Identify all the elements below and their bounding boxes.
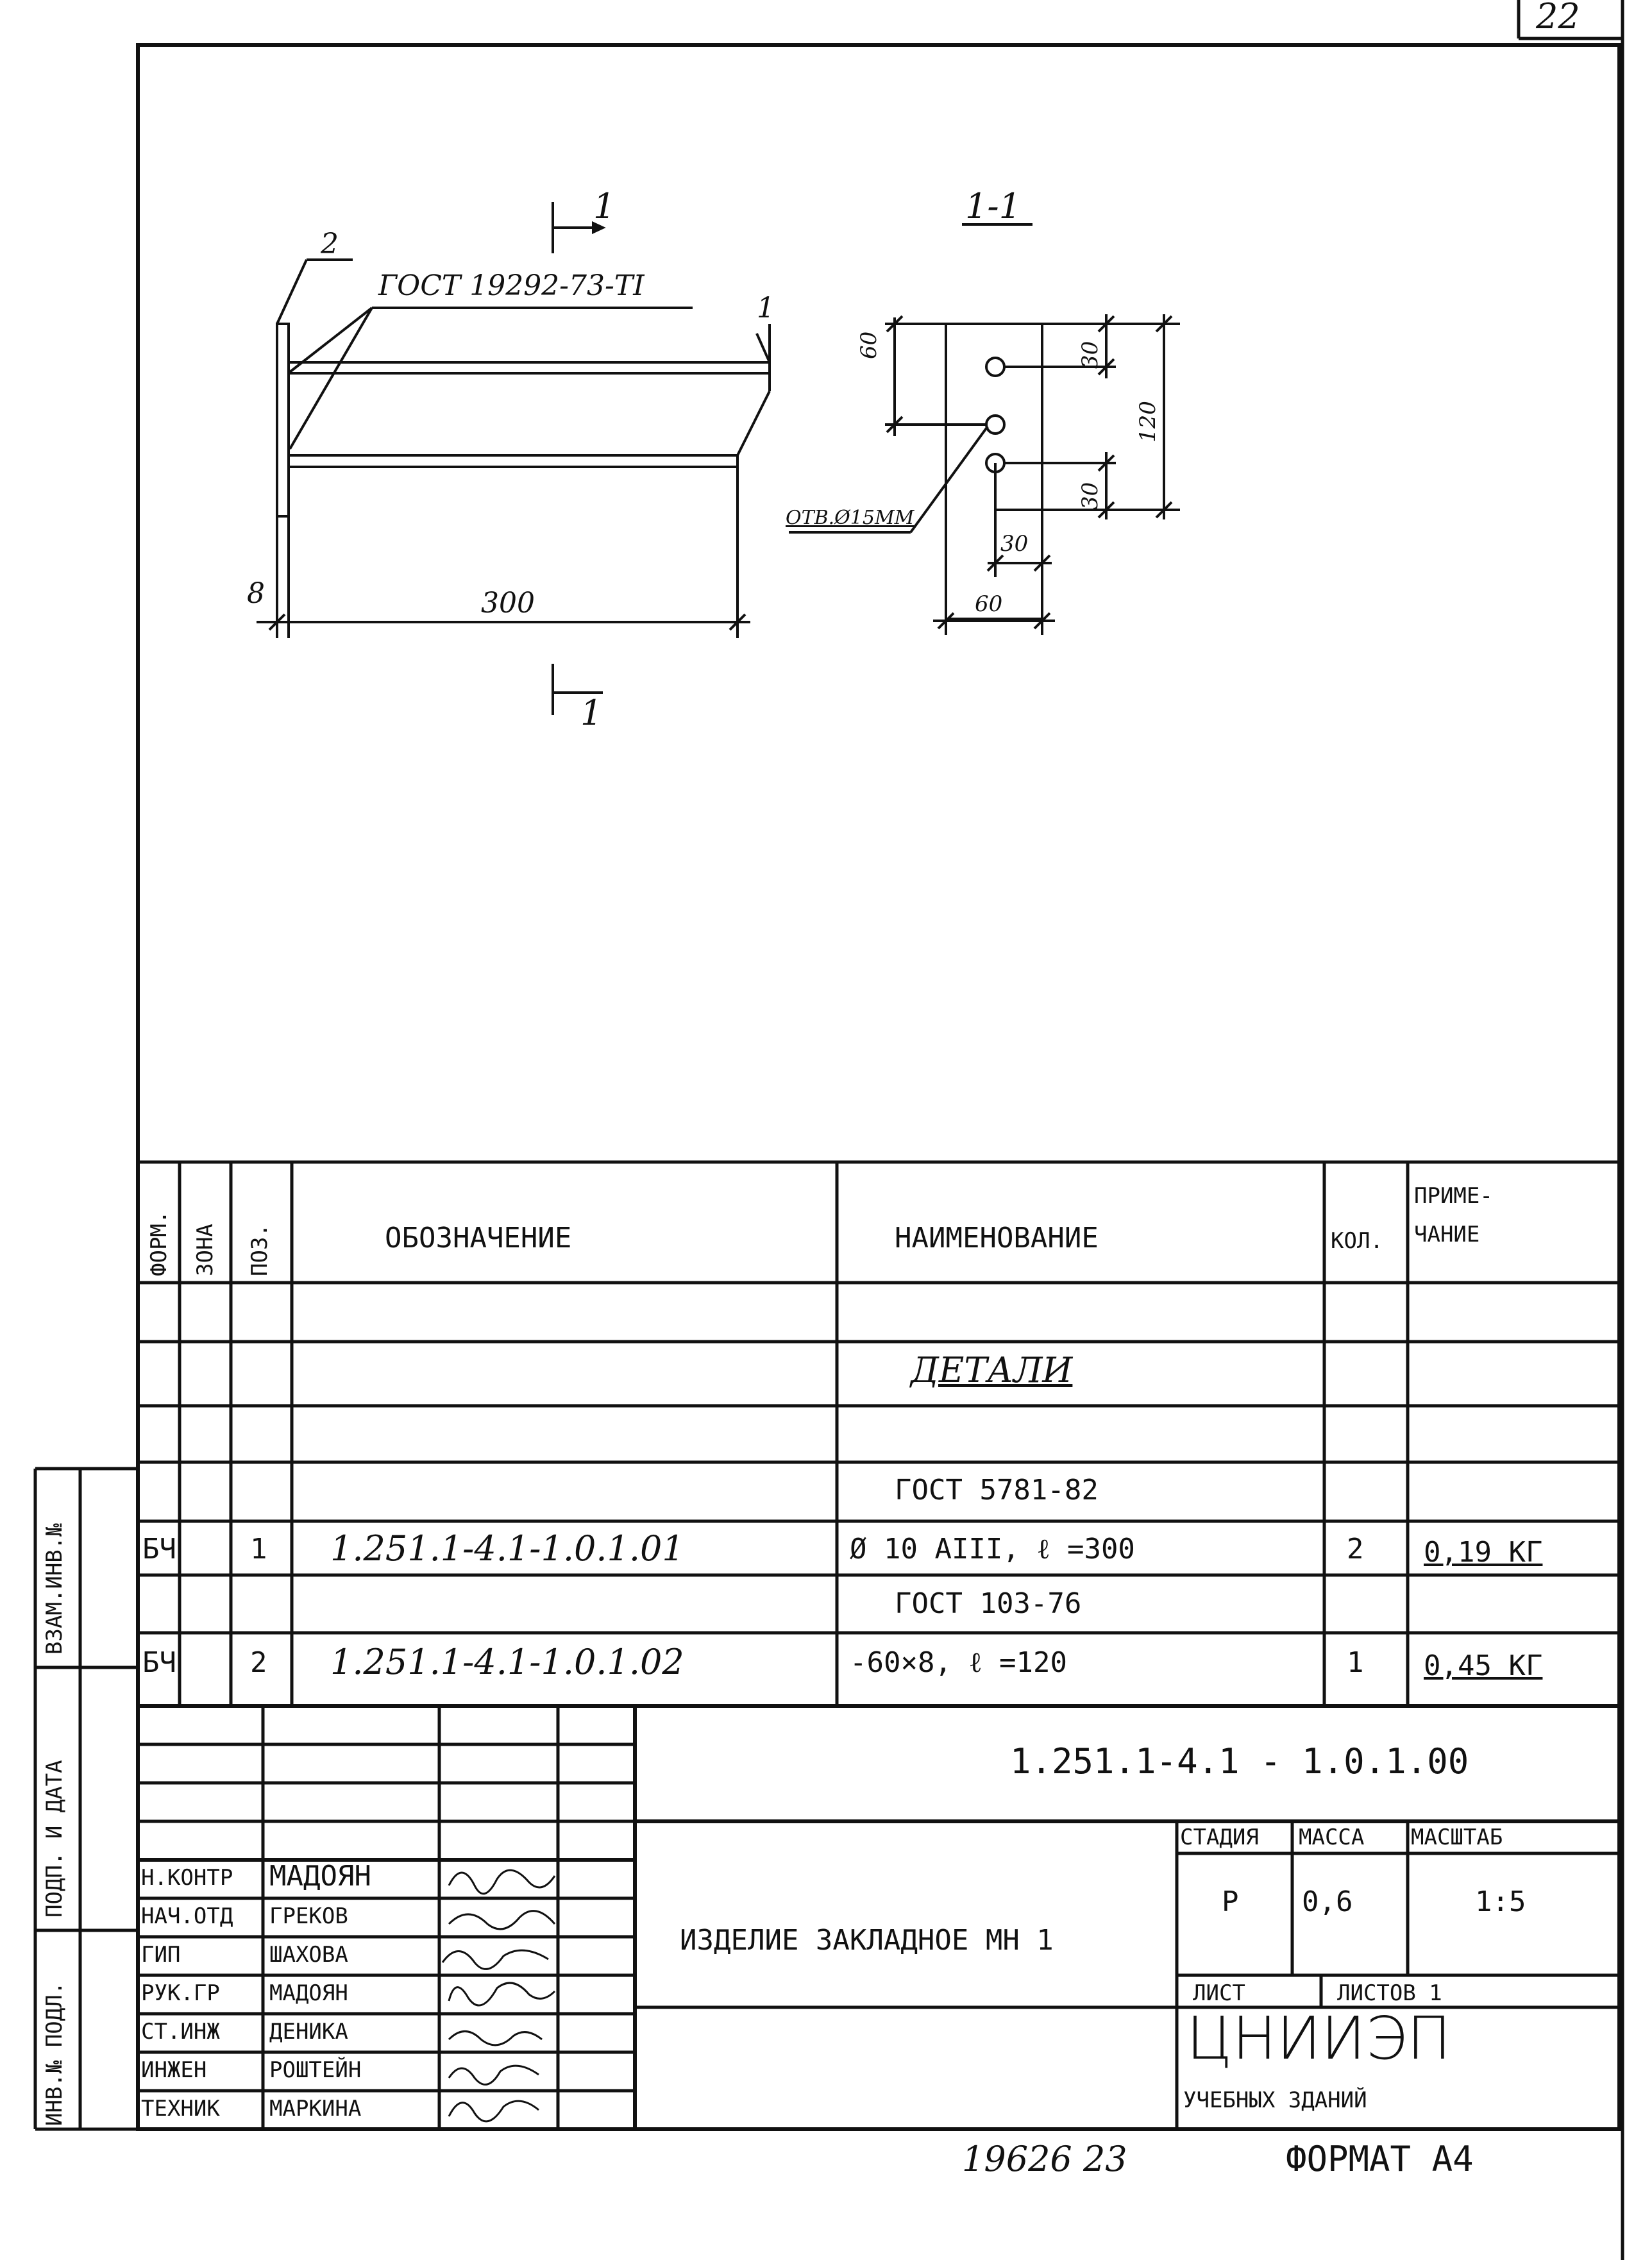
signature-role: РУК.ГР [141, 1980, 220, 2006]
stage-value: Р [1222, 1885, 1239, 1918]
signature-name: МАРКИНА [269, 2096, 362, 2121]
section-mark-bottom: 1 [580, 693, 603, 733]
archive-number: 19626 23 [962, 2139, 1127, 2179]
gost-callout: ГОСТ 19292-73-ТI [378, 269, 645, 302]
spec-row-designation: 1.251.1-4.1-1.0.1.01 [330, 1528, 684, 1569]
spec-row-pos: 2 [250, 1646, 267, 1679]
scale-label: МАСШТАБ [1411, 1825, 1503, 1850]
stage-label: СТАДИЯ [1180, 1825, 1259, 1850]
spec-row-note: 0,19 КГ [1424, 1536, 1543, 1569]
spec-section-title: ДЕТАЛИ [911, 1350, 1073, 1390]
spec-row-note: 0,45 КГ [1424, 1649, 1543, 1682]
mass-label: МАССА [1299, 1825, 1365, 1850]
signature-role: НАЧ.ОТД [141, 1903, 233, 1929]
signature-role: СТ.ИНЖ [141, 2019, 220, 2045]
organization-name: ЦНИИЭП [1186, 2004, 1451, 2073]
plate-elevation [276, 323, 290, 518]
sheet-format: ФОРМАТ А4 [1286, 2139, 1474, 2179]
sheets-label: ЛИСТОВ 1 [1337, 1980, 1442, 2006]
section-mark-top: 1 [593, 186, 616, 226]
col-header-qty: КОЛ. [1331, 1228, 1383, 1254]
spec-row-qty: 1 [1347, 1646, 1364, 1679]
dim-thickness: 8 [247, 577, 265, 610]
scale-value: 1:5 [1475, 1885, 1526, 1918]
col-header-note-2: ЧАНИЕ [1414, 1222, 1480, 1247]
spec-row-name: Ø 10 АIII, ℓ =300 [850, 1533, 1135, 1565]
dim-30-small: 30 [1000, 531, 1029, 557]
signature-name: РОШТЕЙН [269, 2057, 362, 2083]
signature-name: ГРЕКОВ [269, 1903, 348, 1929]
mass-value: 0,6 [1302, 1885, 1353, 1918]
signature-role: ТЕХНИК [141, 2096, 220, 2121]
weld-mark: 1 [757, 292, 775, 325]
spec-row-name: ГОСТ 103-76 [895, 1587, 1082, 1620]
dim-60-bottom: 60 [975, 591, 1003, 617]
signature-role: ИНЖЕН [141, 2057, 207, 2083]
signature-name: МАДОЯН [269, 1980, 348, 2006]
organization-subtitle: УЧЕБНЫХ ЗДАНИЙ [1183, 2087, 1367, 2113]
spec-row-name: -60×8, ℓ =120 [850, 1646, 1067, 1679]
col-header-name: НАИМЕНОВАНИЕ [895, 1222, 1099, 1254]
col-header-designation: ОБОЗНАЧЕНИЕ [385, 1222, 572, 1254]
document-code: 1.251.1-4.1 - 1.0.1.00 [1010, 1741, 1469, 1782]
col-header-note-1: ПРИМЕ- [1414, 1183, 1493, 1209]
spec-row-form: БЧ [142, 1533, 176, 1565]
sheet-label: ЛИСТ [1193, 1980, 1245, 2006]
product-name: ИЗДЕЛИЕ ЗАКЛАДНОЕ МН 1 [680, 1924, 1054, 1957]
signature-name: МАДОЯН [269, 1860, 371, 1893]
position-label-2: 2 [321, 228, 339, 260]
signature-name: ШАХОВА [269, 1942, 348, 1968]
signature-role: ГИП [141, 1942, 181, 1968]
spec-row-designation: 1.251.1-4.1-1.0.1.02 [330, 1642, 684, 1682]
spec-row-name: ГОСТ 5781-82 [895, 1474, 1099, 1506]
section-title: 1-1 [965, 186, 1021, 226]
page-number: 22 [1536, 0, 1580, 37]
plate-section [945, 323, 1043, 620]
hole-note: ОТВ.Ø15ММ [786, 507, 914, 529]
spec-row-qty: 2 [1347, 1533, 1364, 1565]
side-stamp-replaced-inv: ВЗАМ.ИНВ.№ [42, 1523, 67, 1655]
spec-row-form: БЧ [142, 1646, 176, 1679]
side-stamp-sign-date: ПОДП. И ДАТА [42, 1760, 67, 1918]
signature-role: Н.КОНТР [141, 1865, 233, 1891]
dim-length: 300 [481, 587, 535, 620]
signature-name: ДЕНИКА [269, 2019, 348, 2045]
side-stamp-orig-inv: ИНВ.№ ПОДЛ. [42, 1981, 67, 2126]
spec-row-pos: 1 [250, 1533, 267, 1565]
